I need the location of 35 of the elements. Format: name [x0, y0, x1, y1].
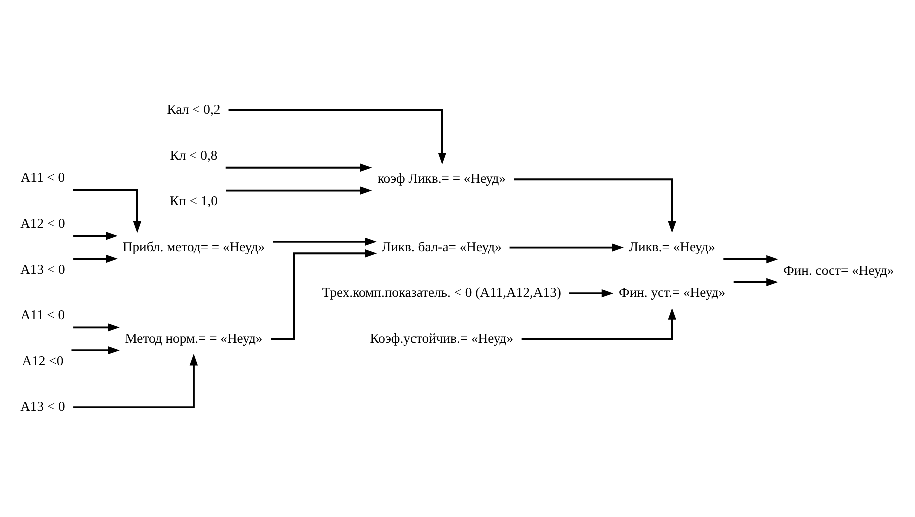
node-text: Кл < 0,8	[170, 147, 218, 162]
arrow	[73, 188, 142, 233]
arrow	[271, 249, 378, 340]
arrow	[74, 254, 118, 263]
arrow	[522, 308, 676, 340]
node-text: A12 < 0	[20, 216, 66, 231]
node-text: A11 < 0	[20, 307, 66, 322]
node-text: A12 <0	[22, 352, 64, 368]
node-text: Ликв. бал-а= «Неуд»	[382, 238, 502, 254]
node-text: A13 < 0	[20, 398, 66, 414]
node-text: Фин. уст.= «Неуд»	[619, 284, 726, 300]
arrow	[514, 178, 676, 233]
node-text: Прибл. метод= = «Неуд»	[122, 238, 266, 254]
node-text: коэф Ликв.= = «Неуд»	[378, 170, 506, 186]
node-text: Метод норм.= = «Неуд»	[125, 330, 263, 346]
arrow	[569, 288, 614, 298]
node-text: A13 < 0	[20, 261, 66, 276]
node-text: Коэф.устойчив.= «Неуд»	[370, 330, 514, 346]
node-text: Кал < 0,2	[167, 102, 221, 117]
arrow	[74, 323, 120, 332]
arrow	[510, 243, 624, 252]
arrow	[72, 346, 120, 354]
arrow	[226, 186, 372, 194]
node-text: Ликв.= «Неуд»	[629, 238, 716, 254]
arrow	[734, 278, 778, 286]
arrow	[228, 108, 446, 164]
arrow	[74, 353, 198, 408]
arrow	[273, 237, 377, 246]
node-text: Трех.комп.показатель. < 0 (A11,A12,A13)	[322, 284, 562, 300]
arrow	[74, 232, 118, 240]
node-text: Кп < 1,0	[170, 193, 218, 208]
node-text: Фин. сост= «Неуд»	[784, 262, 894, 278]
arrow	[724, 254, 778, 264]
node-text: A11 < 0	[20, 170, 66, 185]
arrow	[226, 163, 372, 172]
